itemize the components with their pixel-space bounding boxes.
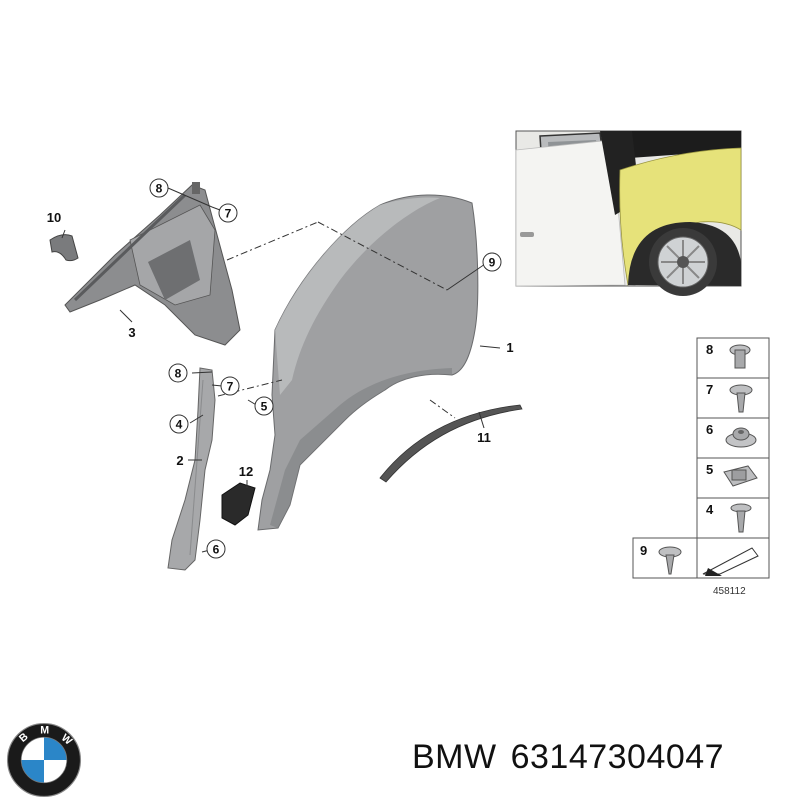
part-caption: BMW 63147304047 [412,738,738,777]
callout-label: 6 [213,543,220,557]
callout-8-top: 8 [149,178,169,198]
cover-part-10 [49,234,79,262]
callout-label: 8 [175,367,182,381]
legend-number: 7 [706,382,713,397]
label-part-1: 1 [506,340,513,355]
logo-letter: M [40,724,49,736]
callout-label: 7 [227,380,234,394]
label-part-10: 10 [47,210,61,225]
label-part-3: 3 [128,325,135,340]
callout-7-top: 7 [218,203,238,223]
diagram-reference-number: 458112 [713,586,746,597]
fender-panel-part-1 [257,194,479,531]
callout-7-mid: 7 [220,376,240,396]
callout-4: 4 [169,414,189,434]
vehicle-inset-photo [515,130,742,296]
legend-number: 5 [706,462,713,477]
brand-name: BMW [412,738,497,776]
bracket-part-3 [64,182,241,346]
self-tapping-screw-icon [658,546,682,575]
screw-icon [729,384,753,413]
bolt-icon [730,503,752,533]
callout-label: 9 [489,256,496,270]
legend-number: 8 [706,342,713,357]
label-part-2: 2 [176,453,183,468]
callout-label: 5 [261,400,268,414]
strip-part-2 [167,367,216,571]
callout-8-mid: 8 [168,363,188,383]
fastener-legend [632,337,770,579]
callout-5: 5 [254,396,274,416]
callout-label: 7 [225,207,232,221]
legend-number: 6 [706,422,713,437]
bmw-logo: B M W [6,722,82,798]
label-part-12: 12 [239,464,253,479]
label-part-11: 11 [477,430,491,445]
clip-nut-icon [723,465,758,487]
callout-label: 4 [176,418,183,432]
part-number: 63147304047 [510,738,725,776]
direction-arrow-icon [702,547,759,576]
nut-icon [725,427,757,448]
wheel-arch-trim-part-11 [379,404,523,483]
legend-number: 4 [706,502,714,517]
rubber-block-part-12 [221,482,256,526]
callout-9: 9 [482,252,502,272]
callout-6: 6 [206,539,226,559]
legend-number: 9 [640,543,647,558]
callout-label: 8 [156,182,163,196]
rivet-icon [729,344,751,369]
leader-lines [61,187,501,553]
